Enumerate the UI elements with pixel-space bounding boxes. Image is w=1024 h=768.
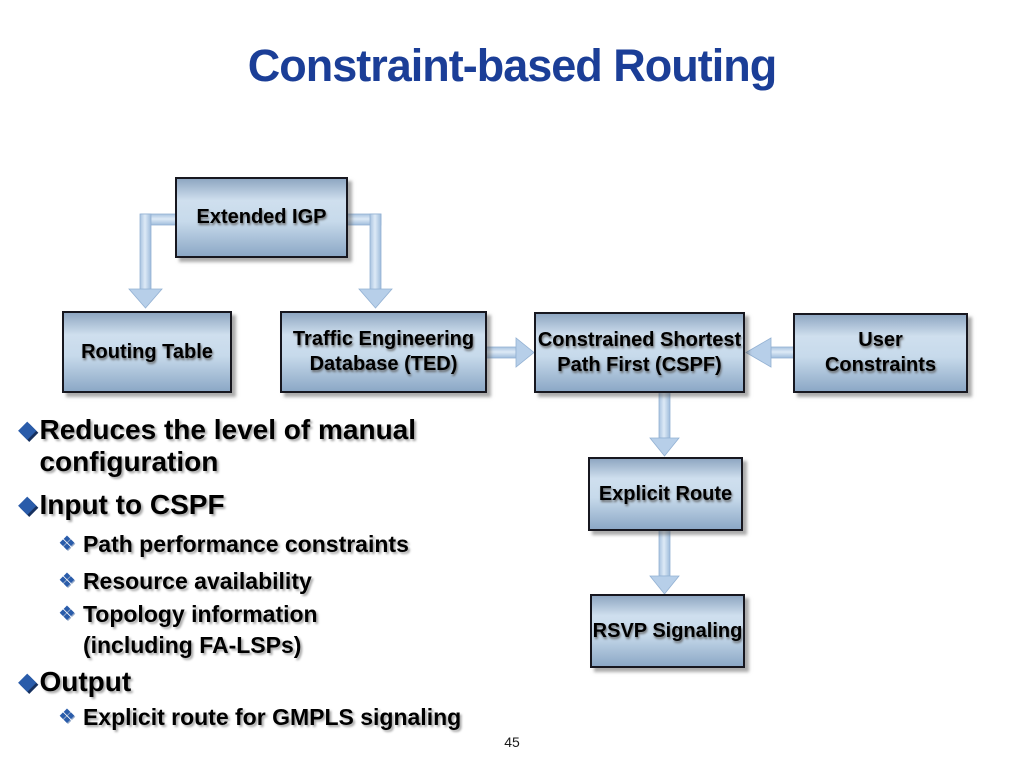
bullet-text: Path performance constraints — [82, 531, 409, 557]
diamond-bullet-icon: ◆ — [18, 491, 37, 518]
box-extended-igp: Extended IGP — [175, 177, 348, 258]
box-routing-table: Routing Table — [62, 311, 232, 393]
four-diamond-bullet-icon: ❖ — [58, 570, 76, 592]
page-number: 45 — [504, 734, 520, 750]
bullet-item: ❖ Explicit route for GMPLS signaling — [58, 702, 461, 733]
arrow-igp-to-routing-table — [128, 213, 178, 309]
box-ted: Traffic Engineering Database (TED) — [280, 311, 487, 393]
four-diamond-bullet-icon: ❖ — [58, 603, 76, 625]
arrow-ted-to-cspf — [485, 337, 535, 368]
bullet-text: Topology information (including FA-LSPs) — [82, 601, 318, 658]
arrow-explicit-route-to-rsvp — [649, 529, 680, 595]
bullet-text: Explicit route for GMPLS signaling — [82, 704, 462, 730]
bullet-item: ❖ Path performance constraints — [58, 529, 409, 560]
diamond-bullet-icon: ◆ — [18, 416, 37, 443]
bullet-item: ❖ Resource availability — [58, 566, 312, 597]
diamond-bullet-icon: ◆ — [18, 668, 37, 695]
arrow-igp-to-ted — [346, 213, 393, 309]
arrow-cspf-to-explicit-route — [649, 391, 680, 457]
slide-title: Constraint-based Routing — [247, 40, 777, 91]
bullet-item: ◆ Input to CSPF — [18, 489, 225, 521]
box-cspf: Constrained Shortest Path First (CSPF) — [534, 312, 745, 393]
four-diamond-bullet-icon: ❖ — [58, 706, 76, 728]
bullet-item: ◆ Reduces the level of manual configurat… — [18, 414, 416, 478]
bullet-item: ◆ Output — [18, 666, 131, 698]
bullet-text: Resource availability — [82, 568, 312, 594]
bullet-item: ❖ Topology information (including FA-LSP… — [58, 599, 318, 661]
four-diamond-bullet-icon: ❖ — [58, 533, 76, 555]
box-rsvp-signaling: RSVP Signaling — [590, 594, 745, 668]
box-explicit-route: Explicit Route — [588, 457, 743, 531]
bullet-text: Output — [39, 666, 132, 697]
box-user-constraints: User Constraints — [793, 313, 968, 393]
bullet-text: Input to CSPF — [39, 489, 225, 520]
arrow-user-to-cspf — [745, 337, 796, 368]
bullet-text: Reduces the level of manual configuratio… — [39, 414, 417, 477]
